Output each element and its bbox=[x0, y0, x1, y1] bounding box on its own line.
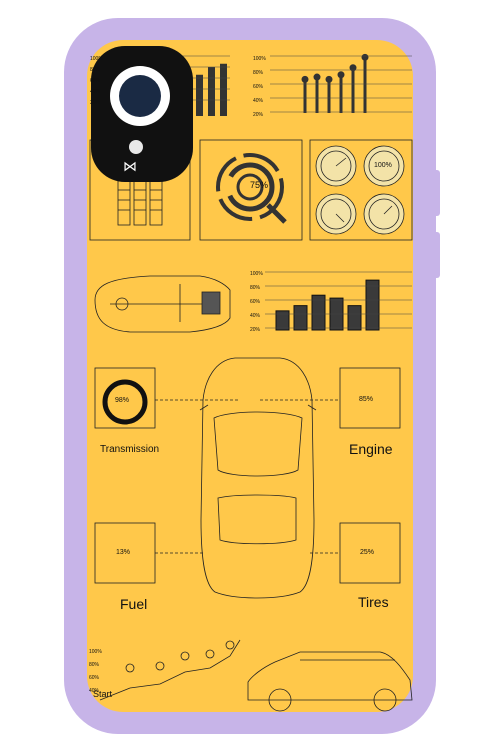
car-top-view bbox=[199, 357, 317, 599]
transmission-ring bbox=[102, 379, 148, 425]
transmission-label: Transmission bbox=[100, 444, 160, 455]
chart3-pct-labels: 100%80%60%40%20% bbox=[250, 271, 263, 333]
chart2-point bbox=[313, 73, 321, 81]
engine-value: 85% bbox=[359, 396, 374, 403]
bowtie-icon: ⋈ bbox=[123, 158, 137, 174]
chart2-point bbox=[349, 64, 357, 72]
chart3-bar bbox=[365, 279, 380, 331]
transmission-value: 98% bbox=[115, 397, 130, 404]
side-button-lower[interactable] bbox=[433, 232, 440, 278]
chart3-bar bbox=[275, 310, 290, 331]
meter-value: 100% bbox=[374, 162, 392, 169]
dial-panel bbox=[199, 139, 303, 241]
tires-box bbox=[339, 522, 401, 584]
route-start-label: Start bbox=[93, 689, 113, 699]
dial-graphic bbox=[216, 153, 287, 224]
route-waypoint-icon bbox=[225, 640, 235, 650]
transmission-box bbox=[94, 367, 156, 429]
bar-chart-2 bbox=[275, 279, 380, 331]
tires-value: 25% bbox=[360, 549, 375, 556]
lollipop-chart bbox=[301, 53, 369, 113]
route-waypoint-icon bbox=[180, 651, 190, 661]
flash bbox=[129, 140, 143, 154]
route-markers bbox=[125, 640, 235, 673]
chart2-point bbox=[325, 75, 333, 83]
camera-bump: ⋈ bbox=[91, 46, 193, 182]
fuel-value: 13% bbox=[116, 549, 131, 556]
chart1-pct-labels: 100%80%60%40%20% bbox=[90, 56, 103, 106]
lens-glass bbox=[119, 75, 161, 117]
engine-box bbox=[339, 367, 401, 429]
gauge-graphic bbox=[315, 145, 405, 235]
chart1-bar bbox=[208, 67, 215, 116]
chart1-bar bbox=[196, 74, 203, 116]
chart2-point bbox=[301, 75, 309, 83]
wagon-side-view bbox=[247, 651, 413, 712]
gauges-panel bbox=[309, 139, 413, 241]
tires-label: Tires bbox=[358, 594, 389, 610]
chart3-bar bbox=[311, 294, 326, 331]
chart3-bar bbox=[347, 305, 362, 331]
chart3-bar bbox=[293, 305, 308, 331]
chart2-point bbox=[337, 71, 345, 79]
car-side-cutaway bbox=[94, 275, 231, 333]
route-line bbox=[99, 639, 241, 701]
fuel-label: Fuel bbox=[120, 596, 148, 612]
chart2-pct-labels: 100%80%60%40%20% bbox=[253, 56, 266, 118]
route-waypoint-icon bbox=[125, 663, 135, 673]
side-button[interactable] bbox=[433, 170, 440, 216]
dial-value: 75% bbox=[250, 180, 269, 190]
route-waypoint-icon bbox=[155, 661, 165, 671]
engine-label: Engine bbox=[349, 441, 393, 457]
route-pct-labels: 100%80%60%40% bbox=[89, 649, 102, 694]
chart2-point bbox=[361, 53, 369, 61]
route-waypoint-icon bbox=[205, 649, 215, 659]
chart1-bar bbox=[220, 63, 227, 116]
